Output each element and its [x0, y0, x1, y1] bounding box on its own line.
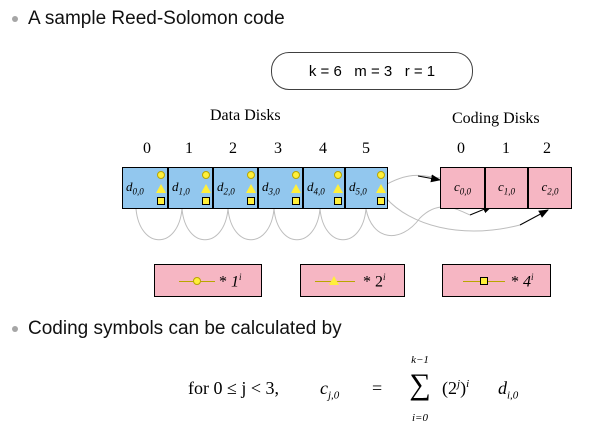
circle-marker-icon — [193, 277, 201, 285]
sum-symbol: ∑ — [409, 368, 431, 401]
square-marker-icon — [377, 197, 385, 205]
coding-formula: for 0 ≤ j < 3, cj,0 = k−1 ∑ i=0 (2j)i di… — [180, 354, 560, 440]
disk-label: d1,0 — [172, 179, 190, 197]
data-index: 5 — [362, 140, 370, 157]
data-disk-1: d1,0 — [168, 167, 213, 209]
disk-label: d5,0 — [349, 179, 367, 197]
bullet-dot-icon — [12, 16, 18, 22]
circle-marker-icon — [292, 171, 300, 179]
circle-marker-icon — [202, 171, 210, 179]
coding-disk-1: c1,0 — [485, 167, 528, 209]
coding-disk-0: c0,0 — [440, 167, 485, 209]
coding-index: 2 — [543, 140, 551, 157]
disk-label: c2,0 — [541, 179, 559, 197]
disk-label: d4,0 — [307, 179, 325, 197]
square-marker-icon — [247, 197, 255, 205]
square-marker-icon — [292, 197, 300, 205]
circle-marker-icon — [334, 171, 342, 179]
data-disk-3: d3,0 — [258, 167, 303, 209]
triangle-marker-icon — [329, 276, 339, 285]
triangle-marker-icon — [246, 184, 256, 193]
triangle-marker-icon — [333, 184, 343, 193]
legend-triangle: * 2i — [300, 264, 405, 297]
data-disk-5: d5,0 — [345, 167, 388, 209]
formula-condition: for 0 ≤ j < 3, — [188, 378, 280, 398]
triangle-marker-icon — [156, 184, 166, 193]
coding-index: 0 — [457, 140, 465, 157]
circle-marker-icon — [157, 171, 165, 179]
data-index: 3 — [274, 140, 282, 157]
bullet-text: Coding symbols can be calculated by — [28, 318, 342, 339]
triangle-marker-icon — [201, 184, 211, 193]
data-index: 0 — [143, 140, 151, 157]
bullet-dot-icon — [12, 326, 18, 332]
legend-text: * 1i — [219, 272, 242, 291]
legend-text: * 2i — [363, 272, 386, 291]
formula-lhs: cj,0 — [320, 378, 340, 402]
legend-square: * 4i — [442, 264, 551, 297]
data-index: 4 — [319, 140, 327, 157]
legend-circle: * 1i — [154, 264, 262, 297]
data-index: 1 — [185, 140, 193, 157]
legend-text: * 4i — [511, 272, 534, 291]
data-disk-4: d4,0 — [303, 167, 345, 209]
data-index: 2 — [229, 140, 237, 157]
bullet-sample-rs: A sample Reed-Solomon code — [12, 8, 285, 30]
coding-disk-2: c2,0 — [528, 167, 572, 209]
circle-marker-icon — [377, 171, 385, 179]
formula-term: (2j)i — [442, 378, 470, 398]
disk-label: d2,0 — [217, 179, 235, 197]
coding-disks-label: Coding Disks — [452, 110, 540, 127]
formula-tail: di,0 — [498, 378, 519, 402]
disk-label: c0,0 — [453, 179, 472, 197]
triangle-marker-icon — [291, 184, 301, 193]
sum-upper-limit: k−1 — [411, 354, 429, 366]
bullet-coding-symbols: Coding symbols can be calculated by — [12, 318, 342, 340]
parameter-box: k = 6 m = 3 r = 1 — [271, 52, 473, 90]
disk-label: d0,0 — [126, 179, 144, 197]
square-marker-icon — [334, 197, 342, 205]
formula-equals: = — [372, 378, 383, 398]
circle-marker-icon — [247, 171, 255, 179]
disk-label: d3,0 — [262, 179, 280, 197]
square-marker-icon — [480, 277, 488, 285]
data-disk-0: d0,0 — [122, 167, 168, 209]
bullet-text: A sample Reed-Solomon code — [28, 8, 285, 29]
data-disks-label: Data Disks — [210, 107, 281, 124]
square-marker-icon — [202, 197, 210, 205]
sum-lower-limit: i=0 — [412, 412, 428, 424]
data-disk-2: d2,0 — [213, 167, 258, 209]
coding-index: 1 — [502, 140, 510, 157]
disk-label: c1,0 — [497, 179, 516, 197]
square-marker-icon — [157, 197, 165, 205]
triangle-marker-icon — [376, 184, 386, 193]
